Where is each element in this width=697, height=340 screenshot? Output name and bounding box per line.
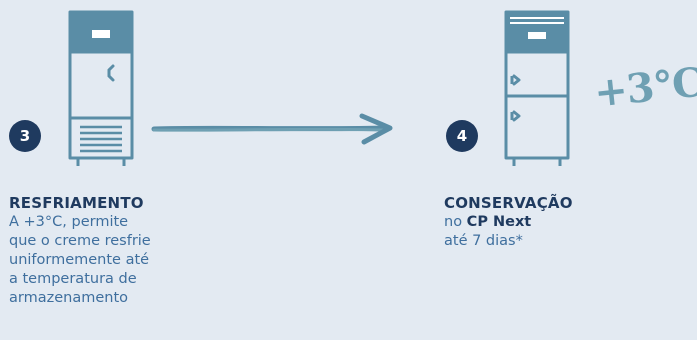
step-description: A +3°C, permite que o creme resfrie unif…	[9, 213, 151, 308]
description-line: A +3°C, permite	[9, 214, 129, 230]
temperature-handwritten-label: +3°C	[591, 58, 697, 117]
step-description: no CP Next até 7 dias*	[444, 213, 531, 251]
storage-prefix: no	[444, 214, 467, 230]
step-title: CONSERVAÇÃO	[444, 194, 573, 212]
step-number-badge: 4	[446, 120, 478, 152]
description-line: que o creme resfrie	[9, 233, 151, 249]
description-line: no CP Next	[444, 213, 531, 232]
description-line: até 7 dias*	[444, 233, 523, 249]
blast-chiller-cabinet-icon	[68, 10, 134, 166]
description-line: a temperatura de	[9, 271, 137, 287]
description-line: armazenamento	[9, 290, 129, 306]
two-door-refrigerator-icon	[504, 10, 570, 166]
arrow-right-icon	[151, 113, 393, 145]
step-number-badge: 3	[9, 120, 41, 152]
product-name: CP Next	[466, 214, 532, 230]
description-line: uniformemente até	[9, 252, 150, 268]
step-title: RESFRIAMENTO	[9, 194, 144, 212]
